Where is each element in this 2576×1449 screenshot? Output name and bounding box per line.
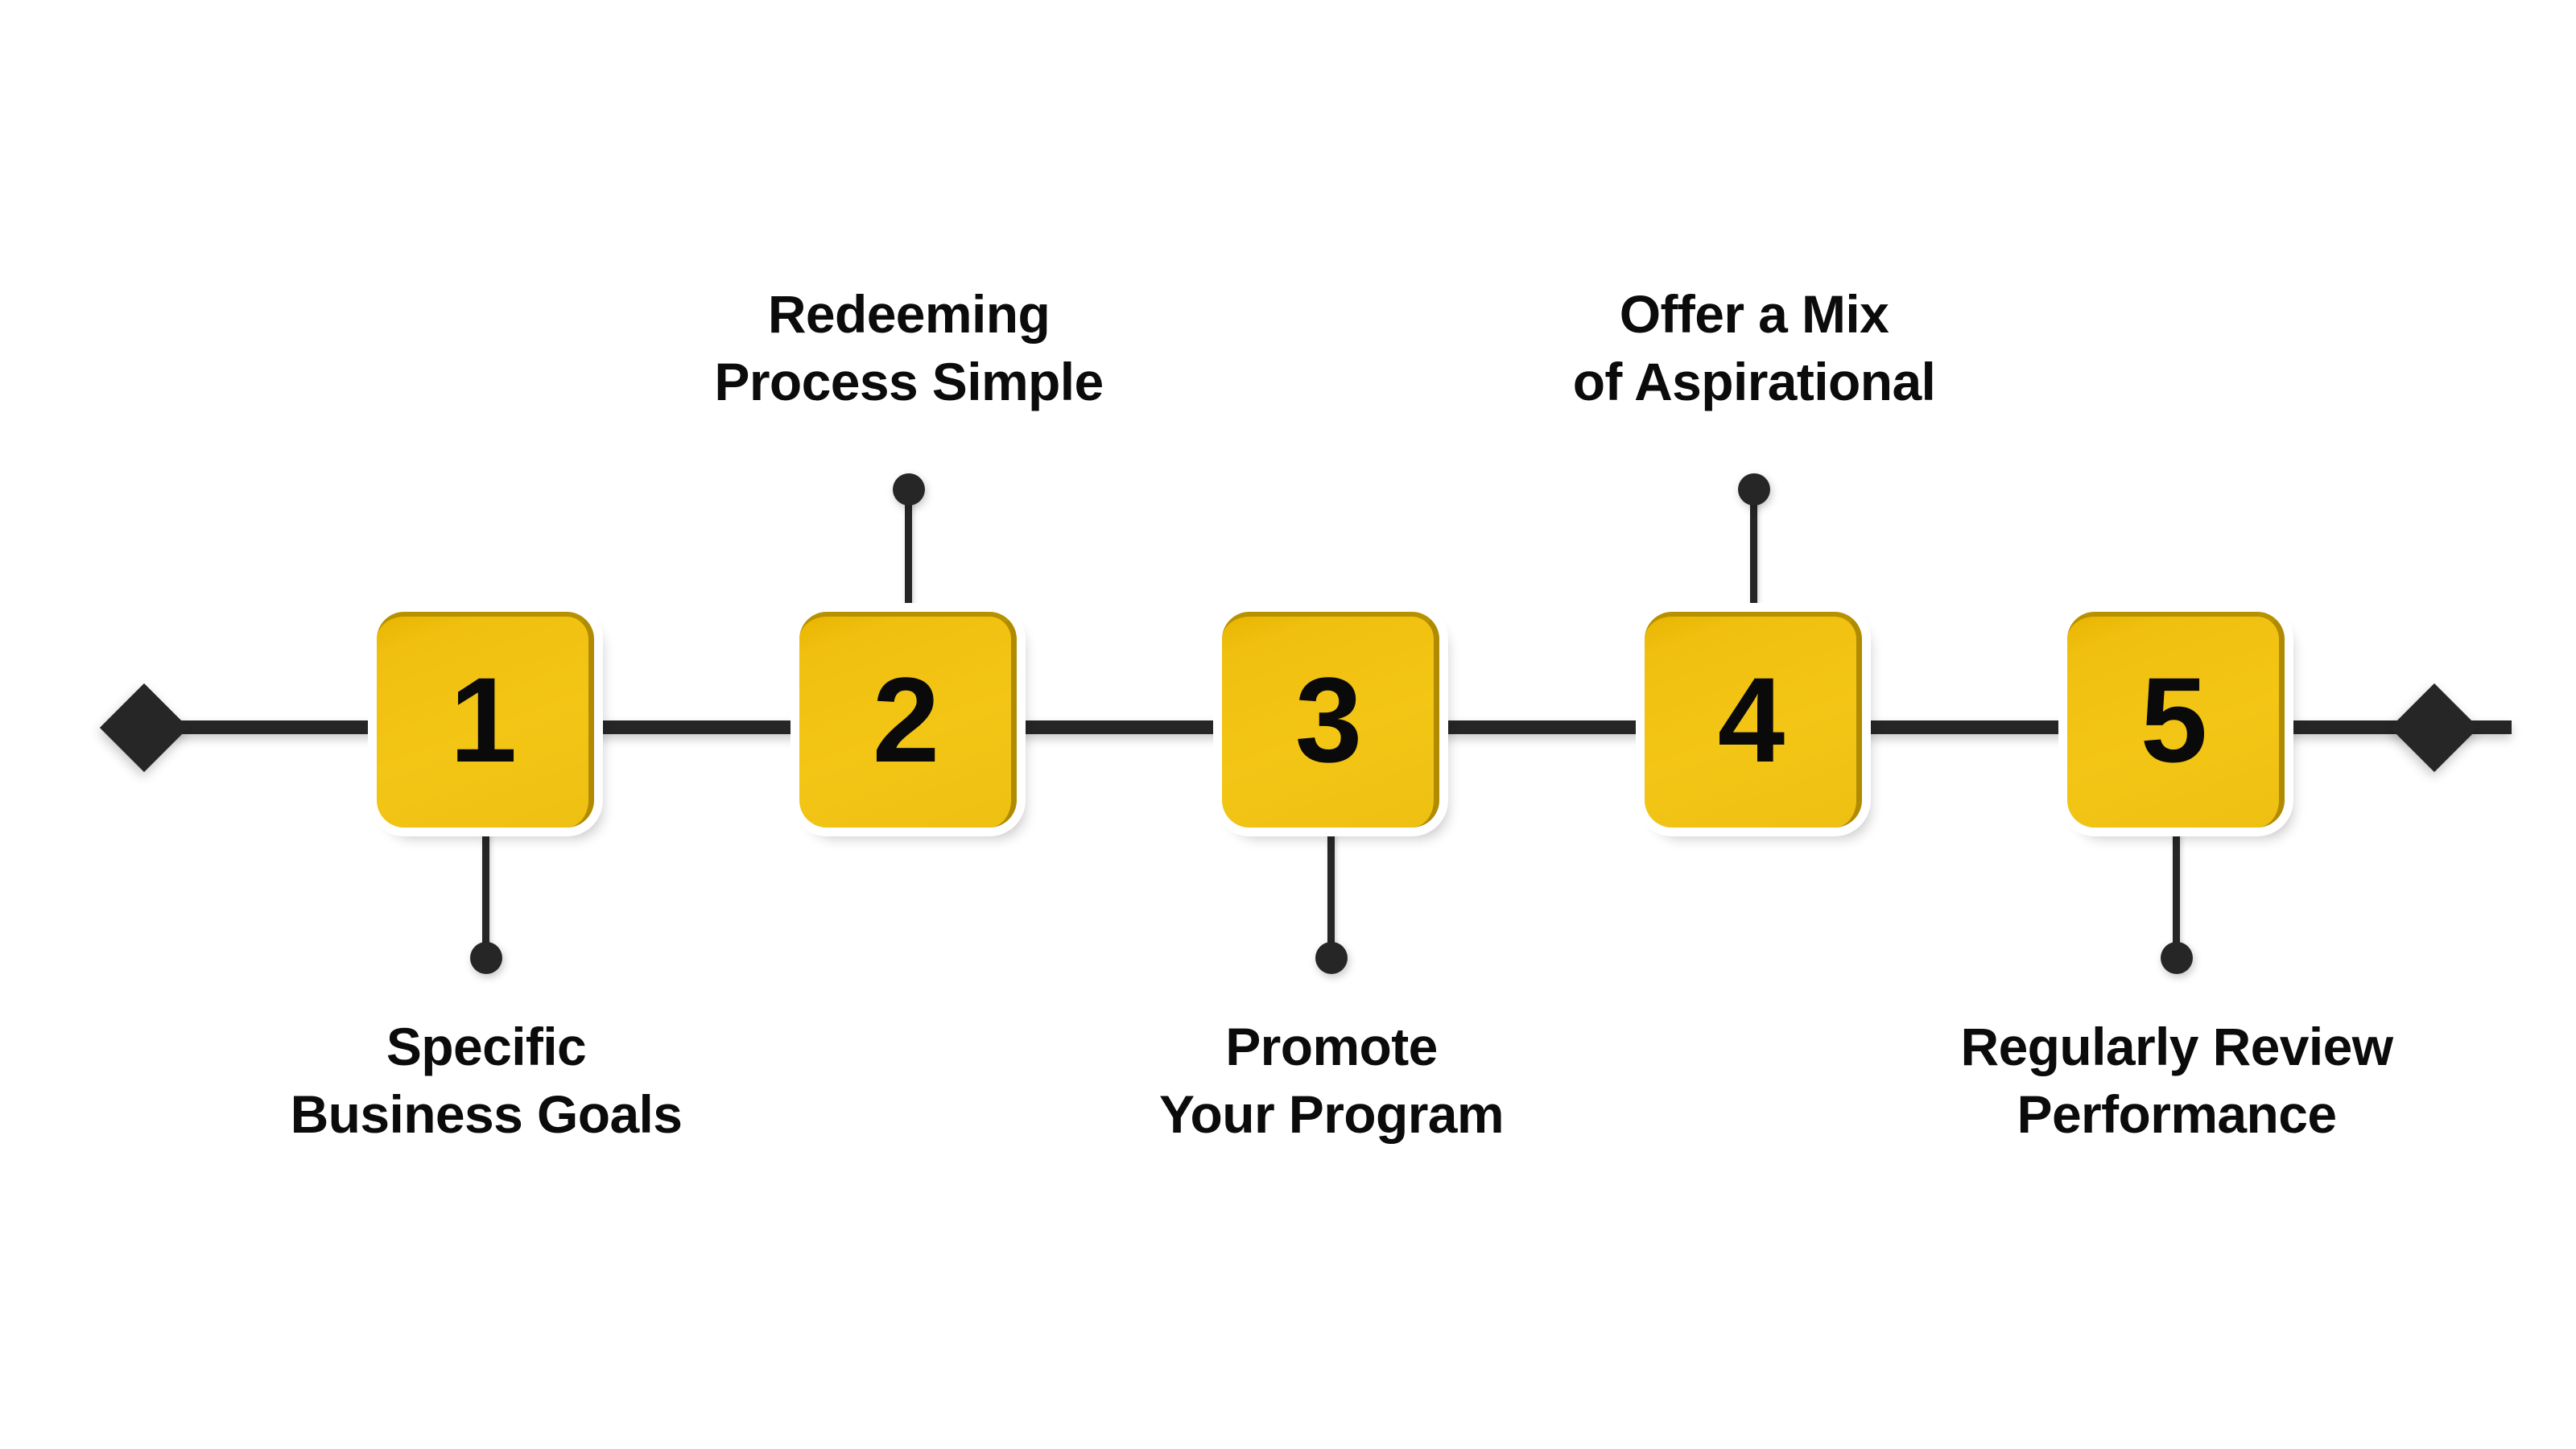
step-card-2[interactable]: 2: [799, 612, 1017, 828]
step-connector-stem-5: [2173, 833, 2180, 962]
step-connector-stem-3: [1327, 833, 1335, 962]
step-connector-stem-2: [905, 489, 912, 630]
step-connector-dot-2: [893, 473, 925, 506]
step-card-5[interactable]: 5: [2067, 612, 2285, 828]
axis-line-segment-2-3: [1002, 720, 1244, 734]
step-connector-dot-3: [1315, 942, 1348, 974]
step-connector-stem-1: [482, 833, 489, 962]
step-connector-dot-5: [2161, 942, 2193, 974]
step-label-4: Offer a Mix of Aspirational: [1572, 284, 1936, 412]
step-connector-stem-4: [1750, 489, 1757, 630]
step-connector-dot-1: [470, 942, 502, 974]
step-label-1: Specific Business Goals: [290, 1017, 683, 1145]
step-connector-dot-4: [1738, 473, 1770, 506]
axis-line-segment-3-4: [1425, 720, 1666, 734]
step-card-3[interactable]: 3: [1222, 612, 1439, 828]
left-diamond-endpoint-icon: [99, 683, 189, 773]
axis-line-left-tail: [137, 720, 394, 734]
step-label-2: Redeeming Process Simple: [714, 284, 1104, 412]
step-label-3: Promote Your Program: [1159, 1017, 1505, 1145]
step-number-3: 3: [1294, 652, 1362, 787]
right-diamond-endpoint-icon: [2389, 683, 2479, 773]
step-number-1: 1: [449, 652, 517, 787]
step-number-2: 2: [872, 652, 939, 787]
step-number-4: 4: [1717, 652, 1785, 787]
axis-line-segment-1-2: [580, 720, 821, 734]
step-card-1[interactable]: 1: [377, 612, 594, 828]
axis-line-segment-4-5: [1847, 720, 2089, 734]
step-label-5: Regularly Review Performance: [1960, 1017, 2394, 1145]
step-card-4[interactable]: 4: [1645, 612, 1862, 828]
step-number-5: 5: [2140, 652, 2207, 787]
